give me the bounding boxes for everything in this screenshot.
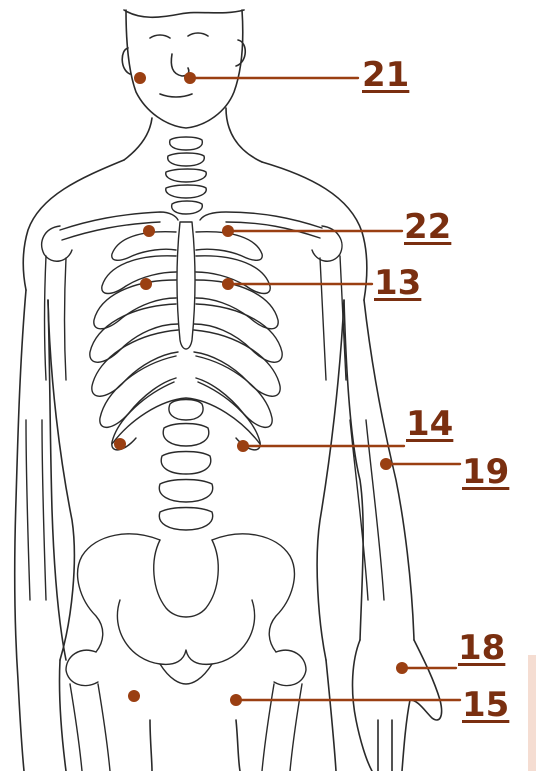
- marker-21: [184, 72, 196, 84]
- pubic-symphysis: [160, 664, 212, 684]
- arm-left-outer: [15, 290, 26, 771]
- marker-19: [380, 458, 392, 470]
- point-label-14: 14: [406, 407, 453, 441]
- fingers-right: [378, 720, 392, 771]
- marker-13-left: [140, 278, 152, 290]
- ribs-left: [90, 232, 178, 450]
- hip-right: [274, 650, 306, 685]
- clavicle-left: [60, 212, 178, 230]
- nose: [171, 54, 188, 76]
- marker-14: [237, 440, 249, 452]
- hairline: [124, 10, 244, 17]
- hip-left: [66, 650, 98, 685]
- sternum: [177, 222, 195, 349]
- costal-margin: [112, 398, 260, 444]
- point-label-18: 18: [458, 631, 505, 665]
- pelvis-right: [212, 534, 294, 652]
- point-label-13: 13: [374, 266, 421, 300]
- marker-18: [396, 662, 408, 674]
- eye-left: [150, 35, 170, 38]
- cervical-spine: [166, 137, 207, 214]
- point-markers: [114, 72, 408, 706]
- point-label-19: 19: [462, 455, 509, 489]
- point-label-15: 15: [462, 688, 509, 722]
- body-outline: [15, 10, 442, 771]
- marker-cheek-left: [134, 72, 146, 84]
- lumbar-spine: [159, 400, 212, 531]
- eye-right: [188, 33, 208, 36]
- sacrum: [154, 540, 219, 617]
- point-label-22: 22: [404, 210, 451, 244]
- arm-right-inner: [344, 300, 363, 640]
- pelvic-inlet: [117, 600, 254, 664]
- humerus-right: [320, 256, 346, 380]
- point-label-21: 21: [362, 58, 409, 92]
- neck-right: [226, 108, 262, 162]
- clavicle-right: [200, 212, 322, 228]
- leg-left: [59, 660, 152, 771]
- forearm-bones-left: [26, 420, 46, 600]
- leg-right: [236, 660, 336, 771]
- marker-14-left: [114, 438, 126, 450]
- leader-lines: [190, 78, 460, 700]
- pelvis-left: [78, 534, 160, 652]
- mouth: [160, 94, 192, 97]
- marker-22-left: [143, 225, 155, 237]
- shoulder-left: [23, 160, 124, 290]
- edge-tint: [528, 655, 536, 771]
- marker-22: [222, 225, 234, 237]
- ribs-right: [194, 232, 282, 450]
- hand-right: [353, 640, 442, 771]
- femur-left: [70, 684, 110, 771]
- torso-right: [317, 300, 344, 660]
- marker-13: [222, 278, 234, 290]
- head-outline: [126, 10, 243, 128]
- neck-left: [124, 118, 152, 160]
- marker-15-left: [128, 690, 140, 702]
- femur-right: [262, 684, 302, 771]
- marker-15: [230, 694, 242, 706]
